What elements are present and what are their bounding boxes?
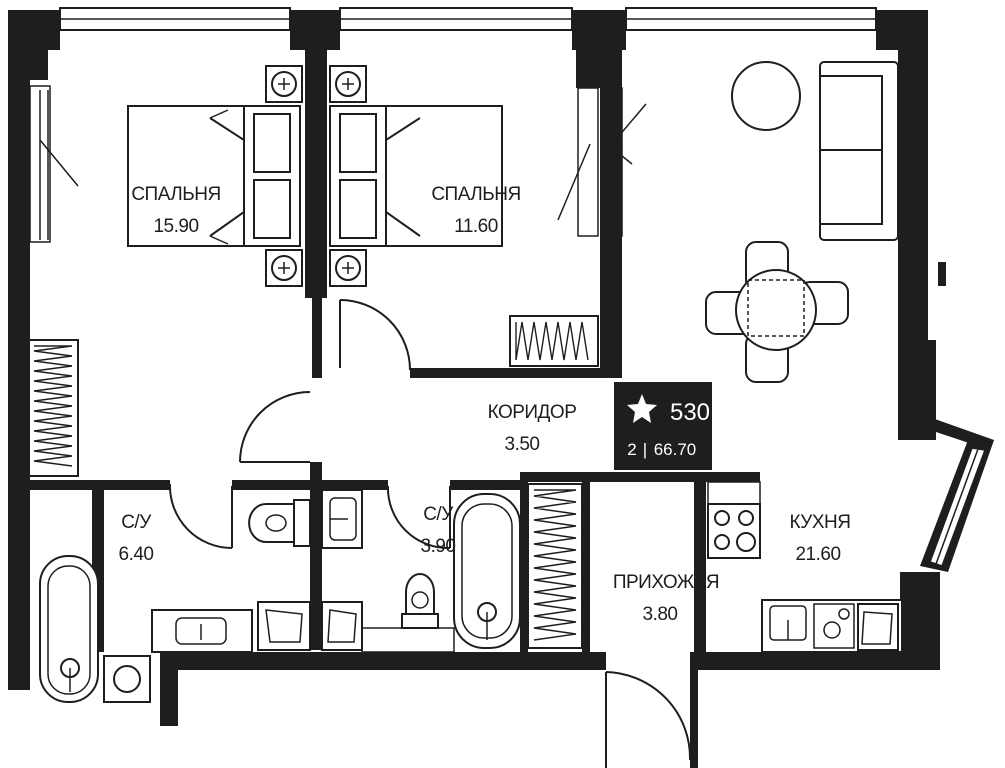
room-name: ПРИХОЖАЯ	[613, 572, 719, 593]
nightstand-icon	[265, 65, 303, 287]
sofa-icon	[819, 61, 899, 241]
bathtub-icon	[453, 493, 521, 649]
toilet-icon	[401, 573, 439, 629]
room-name: СПАЛЬНЯ	[131, 184, 220, 205]
cabinet-icon	[257, 601, 363, 651]
kitchen-counter-icon	[761, 599, 903, 653]
apartment-number: 530	[670, 399, 710, 426]
room-label-bedroom1: СПАЛЬНЯ 15.90	[131, 184, 221, 237]
room-label-hallway: ПРИХОЖАЯ 3.80	[613, 572, 720, 625]
bathtub-icon	[39, 555, 99, 703]
badge-separator: |	[643, 440, 647, 459]
room-label-bathroom1: С/У 6.40	[119, 512, 154, 565]
room-label-bathroom2: С/У 3.90	[421, 504, 456, 557]
total-area: 66.70	[654, 440, 697, 459]
room-label-corridor: КОРИДОР 3.50	[488, 402, 577, 455]
apartment-badge: 530 2 | 66.70	[614, 382, 712, 470]
room-area: 3.90	[421, 536, 456, 557]
radiator-icon	[27, 315, 599, 649]
bay-window	[920, 418, 994, 572]
room-name: С/У	[121, 512, 152, 533]
room-name: СПАЛЬНЯ	[431, 184, 520, 205]
sink-icon	[321, 489, 363, 549]
room-count: 2	[627, 440, 636, 459]
nightstand-icon	[329, 65, 367, 287]
room-name: КОРИДОР	[488, 402, 577, 423]
room-area: 21.60	[795, 544, 840, 565]
doors	[29, 85, 692, 768]
sink-icon	[151, 609, 253, 653]
room-area: 3.50	[505, 434, 540, 455]
lamp-icon	[731, 61, 801, 131]
room-label-kitchen: КУХНЯ 21.60	[790, 512, 851, 565]
dining-table-icon	[705, 241, 849, 383]
toilet-icon	[248, 499, 311, 547]
stove-icon	[707, 503, 761, 559]
bed-bedroom1	[127, 65, 303, 287]
room-label-bedroom2: СПАЛЬНЯ 11.60	[431, 184, 521, 237]
washing-machine-icon	[103, 655, 151, 703]
room-area: 15.90	[153, 216, 198, 237]
windows-top	[59, 7, 877, 31]
room-name: КУХНЯ	[790, 512, 851, 533]
room-name: С/У	[423, 504, 454, 525]
star-icon	[627, 394, 657, 423]
bed-bedroom2	[329, 65, 503, 287]
interior-walls	[28, 40, 760, 768]
room-area: 3.80	[643, 604, 678, 625]
room-area: 6.40	[119, 544, 154, 565]
room-area: 11.60	[454, 216, 498, 237]
